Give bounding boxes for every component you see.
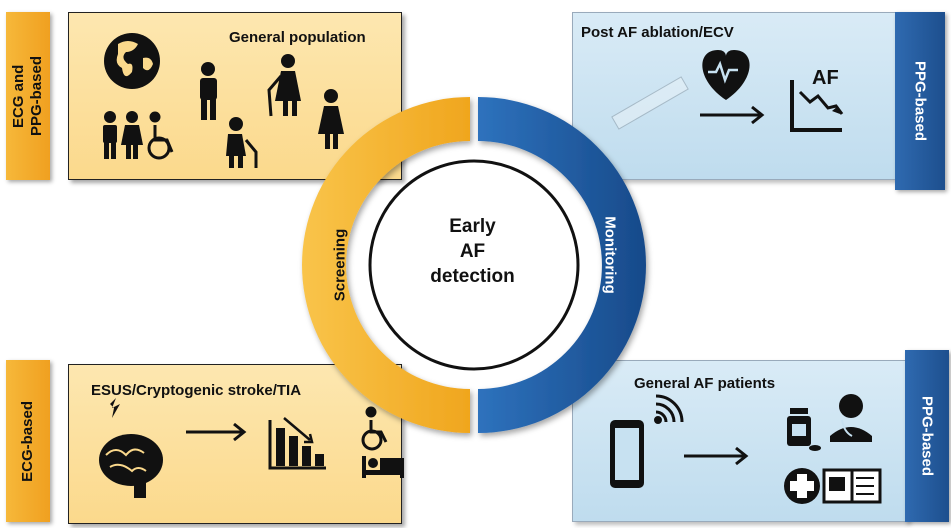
arrow-right-icon — [700, 105, 765, 125]
doctor-icon — [830, 394, 872, 442]
ppg-tab-top-label: PPG-based — [911, 60, 929, 142]
general-population-title: General population — [229, 29, 366, 46]
af-chart-label: AF — [812, 67, 839, 89]
ppg-tab-top: PPG-based — [895, 12, 945, 190]
center-title: Early AF detection — [395, 214, 550, 289]
ecg-tab: ECG-based — [6, 360, 50, 522]
globe-icon — [104, 33, 160, 89]
wheelchair-icon-2 — [361, 406, 388, 451]
ppg-tab-bottom: PPG-based — [905, 350, 949, 522]
brain-lightning-icon — [99, 398, 163, 498]
ruler-icon — [611, 76, 689, 130]
medication-icon — [787, 408, 821, 451]
af-patients-title: General AF patients — [634, 375, 776, 392]
elderly-woman-icon — [267, 54, 301, 117]
bar-chart-declining-icon — [268, 417, 326, 470]
woman-icon — [318, 89, 344, 149]
center-line-3: detection — [430, 266, 515, 287]
center-line-1: Early — [449, 216, 496, 237]
stroke-title: ESUS/Cryptogenic stroke/TIA — [91, 382, 302, 399]
wireless-signal-icon — [654, 394, 684, 424]
person-icon — [200, 62, 217, 120]
center-line-2: AF — [459, 241, 486, 262]
arrow-right-icon-2 — [186, 422, 247, 442]
wheelchair-icon — [147, 111, 174, 160]
screening-arc — [302, 97, 470, 433]
heart-pulse-icon — [702, 50, 750, 100]
monitoring-arc — [478, 97, 646, 433]
ppg-tab-bottom-label: PPG-based — [918, 395, 936, 477]
family-icon — [103, 111, 143, 159]
ecg-ppg-tab: ECG and PPG-based — [6, 12, 50, 180]
smartphone-icon — [610, 420, 644, 488]
elderly-person-icon — [226, 117, 258, 168]
declining-chart-icon — [790, 80, 844, 132]
bed-icon — [362, 456, 404, 478]
arrow-right-icon-3 — [684, 446, 749, 466]
book-icon — [822, 468, 882, 504]
medical-cross-icon — [784, 468, 820, 504]
post-ablation-title: Post AF ablation/ECV — [581, 24, 734, 41]
center-circle — [368, 159, 580, 371]
